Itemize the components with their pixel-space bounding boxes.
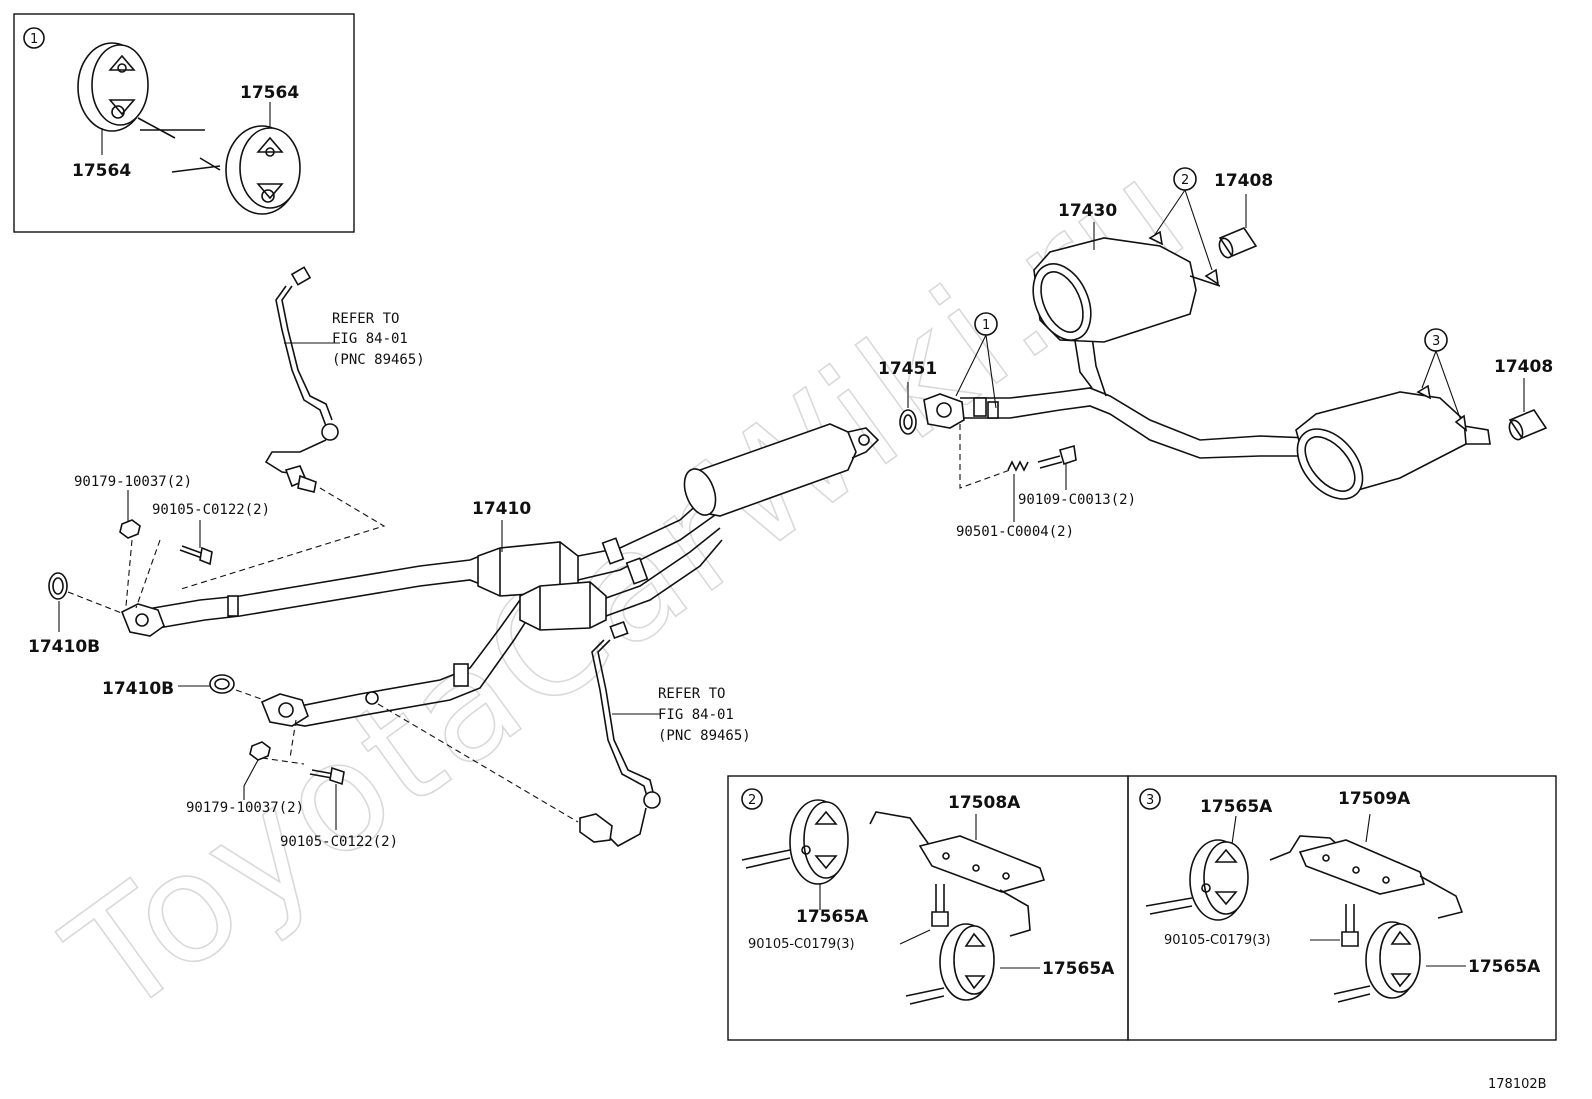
- label-spring-90501: 90501-C0004(2): [956, 524, 1074, 540]
- label-17565a-inset2-right: 17565A: [1042, 959, 1115, 979]
- refer-bottom-line1: REFER TO: [658, 686, 725, 702]
- label-nut-top: 90179-10037(2): [74, 474, 192, 490]
- refer-note-bottom: REFER TO FIG 84-01 (PNC 89465): [658, 686, 751, 744]
- gasket-17410b-top-icon: [48, 572, 68, 600]
- callout-1-inset-number: 1: [30, 32, 38, 47]
- refer-top-line1: REFER TO: [332, 311, 399, 327]
- label-17410b-bottom: 17410B: [102, 679, 174, 699]
- front-hardware: [48, 487, 579, 823]
- label-17509a: 17509A: [1338, 789, 1411, 809]
- callout-circle-2-inset: [741, 788, 763, 810]
- label-17508a: 17508A: [948, 793, 1021, 813]
- label-bolt-top: 90105-C0122(2): [152, 502, 270, 518]
- label-17410: 17410: [472, 499, 531, 519]
- label-17410b-top: 17410B: [28, 637, 100, 657]
- hanger-rubber-icon: [77, 42, 149, 132]
- oxygen-sensor-bottom: [579, 620, 661, 847]
- bracket-17508a-icon: [869, 811, 1046, 937]
- callout-2-inset-number: 2: [748, 793, 756, 808]
- label-bolt-inset3: 90105-C0179(3): [1164, 933, 1271, 948]
- inset-3-frame: [1127, 775, 1557, 1041]
- label-bolt-inset2: 90105-C0179(3): [748, 937, 855, 952]
- label-17430: 17430: [1058, 201, 1117, 221]
- label-17564-top: 17564: [240, 83, 299, 103]
- bolt-inset-3-icon: [1341, 904, 1359, 947]
- label-nut-bottom: 90179-10037(2): [186, 800, 304, 816]
- diagram-code: 178102B: [1488, 1077, 1547, 1092]
- rear-muffler-assembly: [899, 227, 1548, 500]
- hanger-rubber-icon: [1365, 921, 1421, 999]
- nut-top-icon: [119, 519, 141, 539]
- label-17565a-inset2-left: 17565A: [796, 907, 869, 927]
- gasket-17410b-bottom-icon: [209, 674, 235, 694]
- label-17565a-inset3-left: 17565A: [1200, 797, 1273, 817]
- front-exhaust-pipe: [120, 423, 880, 727]
- refer-top-line2: FIG 84-01: [332, 331, 408, 347]
- oxygen-sensor-top: [264, 266, 339, 493]
- bolt-inset-2-icon: [931, 884, 949, 927]
- label-17564-left: 17564: [72, 161, 131, 181]
- callout-circle-1-inset: [23, 27, 45, 49]
- callout-3-number: 3: [1432, 334, 1440, 349]
- callout-3-inset-number: 3: [1146, 793, 1154, 808]
- leader-lines: [58, 194, 1525, 830]
- refer-bottom-line2: FIG 84-01: [658, 707, 734, 723]
- label-bolt-bottom: 90105-C0122(2): [280, 834, 398, 850]
- spring-icon: [1007, 460, 1029, 472]
- label-17408-right: 17408: [1494, 357, 1553, 377]
- label-17451: 17451: [878, 359, 937, 379]
- tailpipe-top-icon: [1218, 227, 1258, 259]
- bolt-90109-icon: [1037, 444, 1077, 469]
- tailpipe-right-icon: [1508, 409, 1548, 441]
- hanger-rubber-icon: [1189, 839, 1249, 921]
- hanger-rubber-icon: [939, 923, 995, 1001]
- label-bolt-90109: 90109-C0013(2): [1018, 492, 1136, 508]
- callout-circle-3-inset: [1139, 788, 1161, 810]
- gasket-17451-icon: [899, 409, 917, 435]
- hanger-rubber-icon: [225, 125, 301, 215]
- refer-note-top: REFER TO FIG 84-01 (PNC 89465): [332, 311, 425, 368]
- inset-1: 1 17564 17564: [13, 13, 355, 233]
- nut-bottom-icon: [249, 741, 271, 761]
- label-17408-top: 17408: [1214, 171, 1273, 191]
- callouts-main: 1 2 3: [955, 167, 1461, 419]
- bolt-top-icon: [179, 545, 213, 566]
- refer-top-line3: (PNC 89465): [332, 352, 425, 368]
- hanger-rubber-icon: [789, 799, 849, 885]
- label-17565a-inset3-right: 17565A: [1468, 957, 1541, 977]
- bolt-bottom-icon: [309, 766, 345, 786]
- callout-2-number: 2: [1181, 173, 1189, 188]
- inset-1-frame: [13, 13, 355, 233]
- inset-2: 2 17508: [727, 775, 1129, 1041]
- inset-3: 3 17509: [1127, 775, 1557, 1041]
- callout-1-number: 1: [982, 318, 990, 333]
- refer-bottom-line3: (PNC 89465): [658, 728, 751, 744]
- part-labels: 17430 17408 17408 17451 17410 17410B 174…: [28, 171, 1553, 850]
- bracket-17509a-icon: [1269, 835, 1464, 919]
